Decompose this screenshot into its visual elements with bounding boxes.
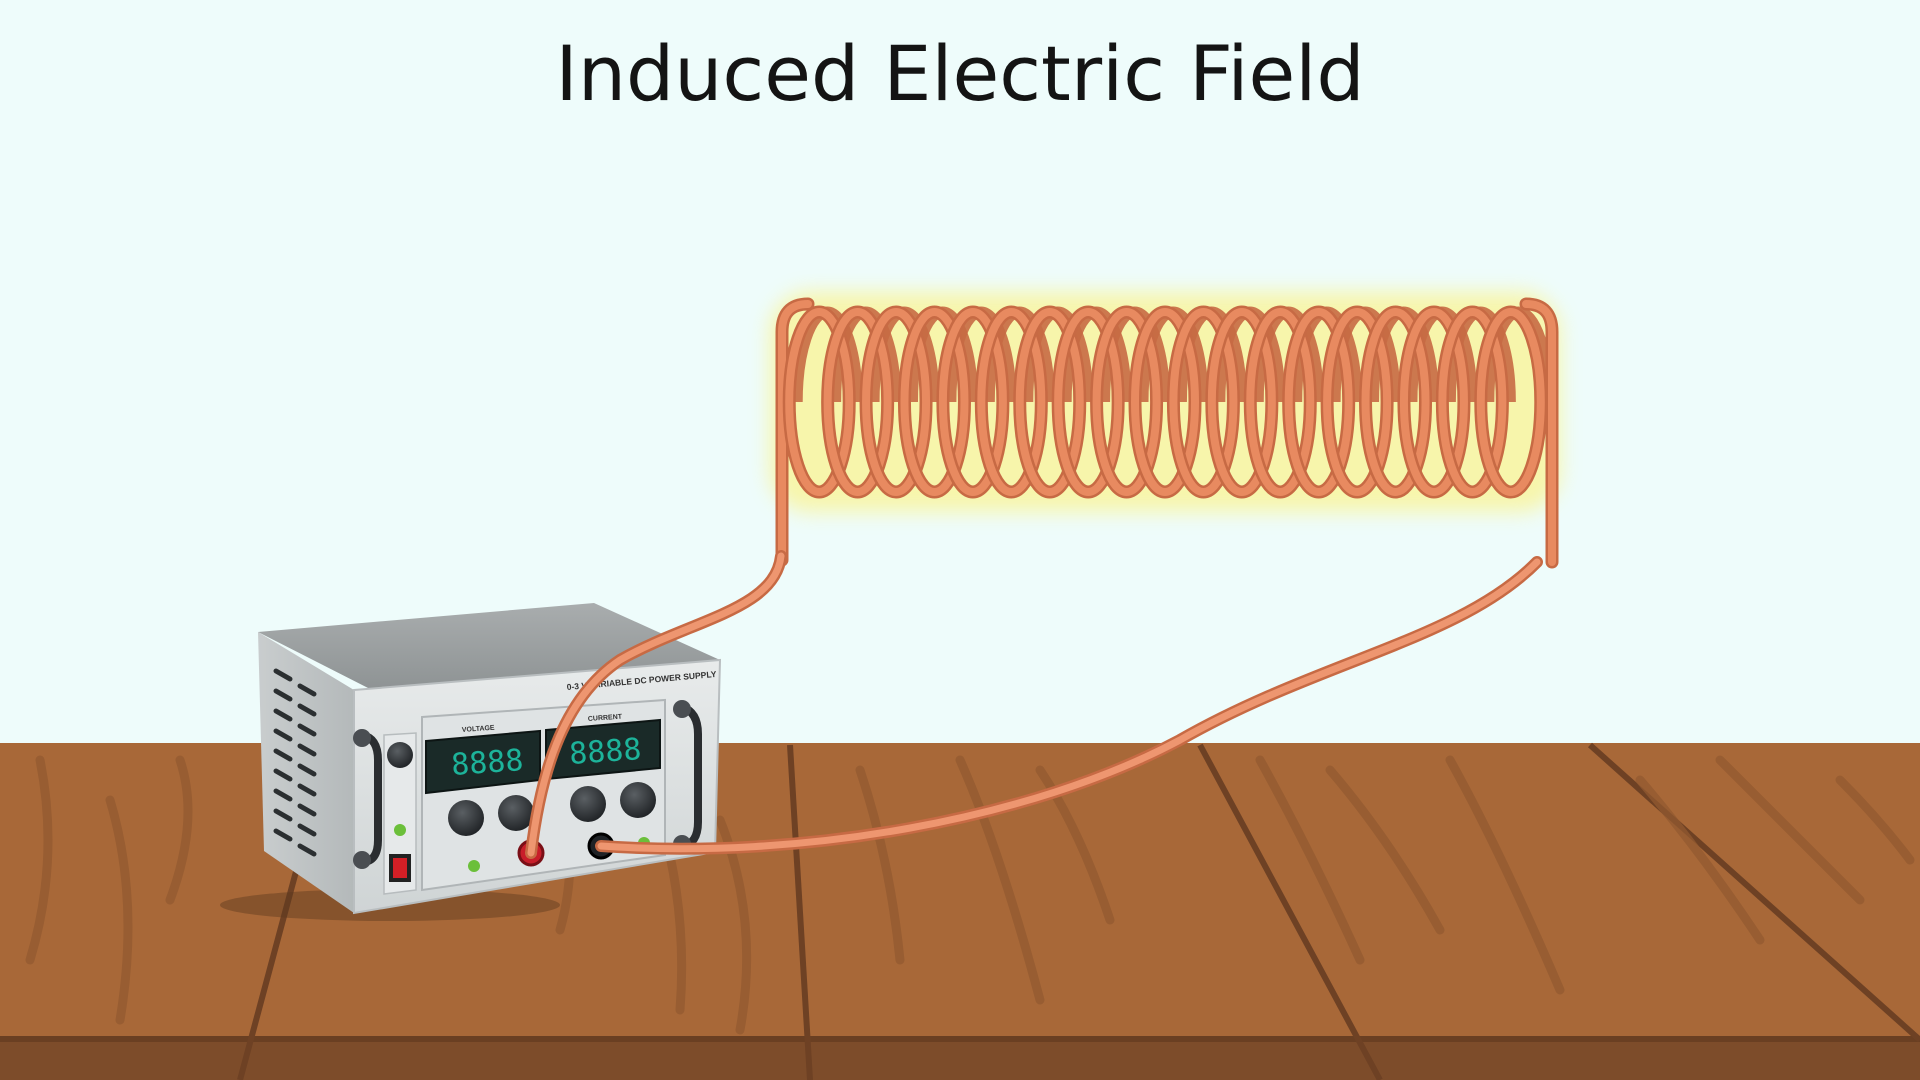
- coil-turn-highlight: [900, 308, 969, 496]
- coil-turn-highlight: [1399, 308, 1468, 496]
- voltage-label: VOLTAGE: [462, 725, 496, 734]
- voltage-coarse-knob[interactable]: [448, 800, 484, 836]
- coil-turn-highlight: [785, 308, 854, 496]
- coil-turn-highlight: [1476, 308, 1545, 496]
- lead-wires: [525, 550, 1543, 859]
- coil-turn-highlight: [1207, 308, 1276, 496]
- side-vents: [273, 668, 317, 857]
- coil-turn-highlight: [1284, 308, 1353, 496]
- page-title: Induced Electric Field: [555, 29, 1364, 118]
- coil-turn-highlight: [823, 308, 892, 496]
- coil-turn-highlight: [1054, 308, 1123, 496]
- voltage-fine-knob[interactable]: [498, 795, 534, 831]
- voltage-display-digits: 8888: [450, 743, 525, 783]
- current-label: CURRENT: [588, 714, 623, 723]
- coil-turn-highlight: [1438, 308, 1507, 496]
- left-knob[interactable]: [387, 742, 413, 768]
- indicator-light-left: [394, 824, 406, 836]
- current-coarse-knob[interactable]: [570, 786, 606, 822]
- coil-turn-highlight: [977, 308, 1046, 496]
- current-fine-knob[interactable]: [620, 782, 656, 818]
- coil-lead-right-highlight: [1522, 300, 1556, 566]
- coil-lead-left-highlight: [778, 300, 812, 564]
- coil-turn-highlight: [1246, 308, 1315, 496]
- coil-turn-highlight: [1323, 308, 1392, 496]
- coil-turn-highlight: [862, 308, 931, 496]
- indicator-light-center: [468, 860, 480, 872]
- left-control-strip: [383, 732, 417, 895]
- coil-turn-highlight: [1361, 308, 1430, 496]
- coil-turn-highlight: [1015, 308, 1084, 496]
- coil-turn-highlight: [1131, 308, 1199, 496]
- current-display-digits: 8888: [568, 732, 643, 772]
- copper-coil: [775, 297, 1559, 569]
- coil-turn-highlight: [1092, 308, 1161, 496]
- coil-turn-highlight: [938, 308, 1007, 496]
- power-supply-side: [258, 632, 354, 913]
- coil-turn-highlight: [1169, 308, 1238, 496]
